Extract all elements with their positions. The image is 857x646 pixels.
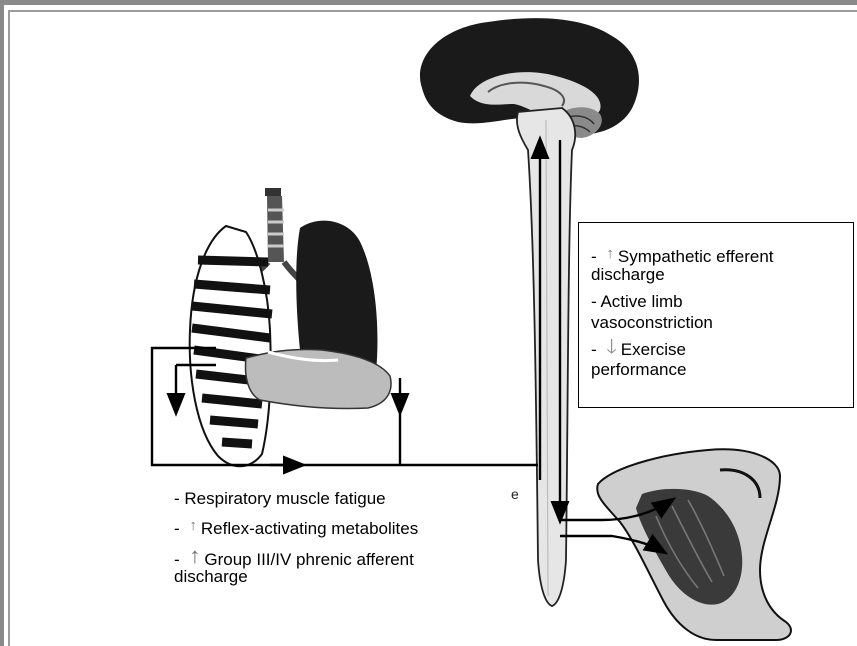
bullet: -: [174, 519, 184, 538]
exercise-line: - 🡓 Exercise: [591, 337, 686, 360]
sympathetic-line-2: discharge: [591, 264, 665, 285]
bullet: -: [591, 340, 601, 359]
down-arrow-icon: 🡓: [606, 337, 616, 358]
spinal-cord-illustration: [517, 108, 575, 606]
efferent-effects-box: - ↑Sympathetic efferent discharge - Acti…: [578, 222, 854, 408]
up-arrow-icon: ↑: [189, 545, 200, 566]
vaso-line-1: - Active limb: [591, 291, 683, 312]
vaso-line-2: vasoconstriction: [591, 312, 713, 333]
leg-muscle-illustration: [597, 449, 791, 640]
metabolites-text: Reflex-activating metabolites: [201, 519, 418, 538]
lungs-illustration: [190, 188, 391, 466]
fatigue-line: - Respiratory muscle fatigue: [174, 488, 386, 509]
group-line-2: discharge: [174, 566, 248, 587]
exercise-line-2: performance: [591, 359, 686, 380]
metabolites-line: - ↑Reflex-activating metabolites: [174, 515, 418, 539]
exercise-text: Exercise: [621, 340, 686, 359]
spinal-label: e: [511, 486, 519, 502]
up-arrow-icon: ↑: [189, 515, 197, 536]
up-arrow-icon: ↑: [606, 243, 614, 264]
